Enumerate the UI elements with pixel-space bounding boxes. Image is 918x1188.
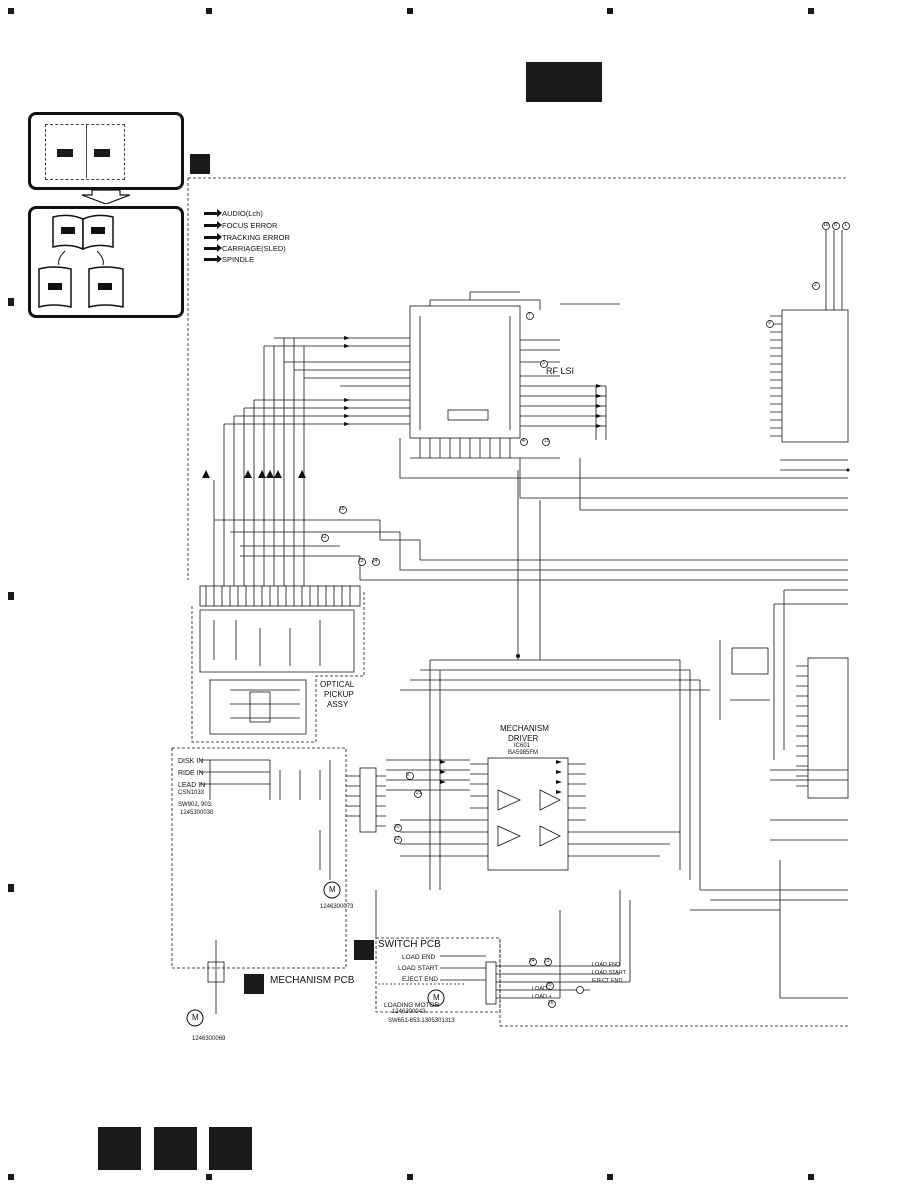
test-point-label: 9	[768, 320, 771, 326]
page-outline	[45, 124, 125, 180]
legend-item-audio: AUDIO(Lch)	[204, 209, 263, 218]
mechanism-driver-part: BA5985FM	[508, 750, 539, 756]
legend-item-tracking-error: TRACKING ERROR	[204, 233, 290, 242]
mechanism-pcb-marker	[244, 974, 264, 994]
arrow-icon	[204, 221, 222, 229]
test-point-label: 3	[542, 360, 545, 366]
footer-block	[209, 1127, 252, 1170]
switch-lead-in: LEAD IN	[178, 782, 206, 789]
test-point-label: 24	[529, 958, 535, 964]
header-block	[526, 62, 602, 102]
test-point-label: 21	[416, 790, 422, 796]
switch-part-code: SW651-653:1305301313	[388, 1018, 455, 1024]
switch-eject-end: EJECT END	[402, 976, 438, 983]
test-point-label: 10	[823, 222, 829, 228]
page-nav-bottom	[28, 206, 184, 318]
net-load-plus: LOAD +	[532, 994, 552, 1000]
page-marker	[94, 149, 110, 157]
loading-motor-part: 1246300043	[392, 1009, 426, 1015]
mechanism-driver-label: DRIVER	[508, 734, 539, 743]
registration-mark	[8, 1174, 14, 1180]
page-divider	[86, 124, 87, 178]
test-point-label: 16	[339, 506, 345, 512]
switch-part-code: SW902, 903:	[178, 802, 213, 808]
footer-block	[154, 1127, 197, 1170]
mechanism-driver-ic: IC601	[514, 743, 531, 749]
switch-ride-in: RIDE IN	[178, 770, 204, 777]
test-point-label: 20	[394, 824, 400, 830]
switch-disk-in: DISK IN	[178, 758, 204, 765]
legend-item-carriage: CARRIAGE(SLED)	[204, 244, 286, 253]
test-point-label: 13	[358, 558, 364, 564]
legend-label: FOCUS ERROR	[222, 221, 278, 230]
page-marker	[57, 149, 73, 157]
test-point-label: 14	[372, 558, 378, 564]
switch-pcb-marker	[354, 940, 374, 960]
legend-label: CARRIAGE(SLED)	[222, 244, 286, 253]
switch-pcb-label: SWITCH PCB	[378, 939, 441, 950]
registration-mark	[607, 8, 613, 14]
test-point-label: 1	[844, 222, 847, 228]
loading-motor-label: LOADING MOTOR	[384, 1002, 440, 1009]
legend-item-spindle: SPINDLE	[204, 255, 254, 264]
registration-mark	[808, 8, 814, 14]
registration-mark	[407, 1174, 413, 1180]
mechanism-driver-label: MECHANISM	[500, 724, 549, 733]
motor-symbol: M	[433, 993, 440, 1002]
registration-mark	[8, 592, 14, 600]
net-load-start: LOAD START	[592, 970, 627, 976]
motor-symbol: M	[329, 885, 336, 894]
legend-item-focus-error: FOCUS ERROR	[204, 221, 277, 230]
test-point-label: 12	[321, 534, 327, 540]
arrow-icon	[204, 244, 222, 252]
net-load-minus: LOAD -	[532, 986, 551, 992]
optical-pickup-label: PICKUP	[324, 690, 354, 699]
registration-mark	[8, 884, 14, 892]
net-load-end: LOAD END	[592, 962, 621, 968]
test-point-label: 15	[544, 438, 550, 444]
arrow-icon	[204, 233, 222, 241]
net-eject-end: EJECT END	[592, 978, 623, 984]
footer-block	[98, 1127, 141, 1170]
elevation-motor-part: 1246300073	[320, 904, 354, 910]
section-marker	[190, 154, 210, 174]
test-point-label: 2	[814, 282, 817, 288]
spindle-motor-part: 1246300069	[192, 1036, 226, 1042]
registration-mark	[8, 8, 14, 14]
optical-pickup-label: ASSY	[327, 700, 349, 709]
test-point-label: 8	[834, 222, 837, 228]
registration-mark	[8, 298, 14, 306]
motor-symbol: M	[192, 1013, 199, 1022]
legend-label: SPINDLE	[222, 255, 255, 264]
registration-mark	[407, 8, 413, 14]
mechanism-pcb-label: MECHANISM PCB	[270, 975, 355, 986]
test-point-label: 4	[522, 438, 525, 444]
arrow-icon	[204, 209, 222, 217]
switch-load-start: LOAD START	[398, 965, 439, 972]
registration-mark	[808, 1174, 814, 1180]
registration-mark	[607, 1174, 613, 1180]
optical-pickup-label: OPTICAL	[320, 680, 355, 689]
registration-mark	[206, 8, 212, 14]
nav-arrow-icon	[80, 190, 132, 204]
test-point-label: 5	[406, 772, 409, 778]
test-point-label: 23	[544, 958, 550, 964]
rf-lsi-label: RF LSI	[546, 366, 575, 376]
legend-label: TRACKING ERROR	[222, 233, 290, 242]
page-nav-top	[28, 112, 184, 190]
test-point-label: 25	[546, 982, 552, 988]
test-point-label: 7	[528, 312, 531, 318]
registration-mark	[206, 1174, 212, 1180]
switch-load-end: LOAD END	[402, 954, 436, 961]
test-point-label: 26	[548, 1000, 554, 1006]
test-point-label: 22	[394, 836, 400, 842]
switch-part-code: CSN1033	[178, 790, 205, 796]
switch-part-code: 1245300030	[180, 810, 214, 816]
arrow-icon	[204, 255, 222, 263]
legend-label: AUDIO(Lch)	[222, 209, 263, 218]
